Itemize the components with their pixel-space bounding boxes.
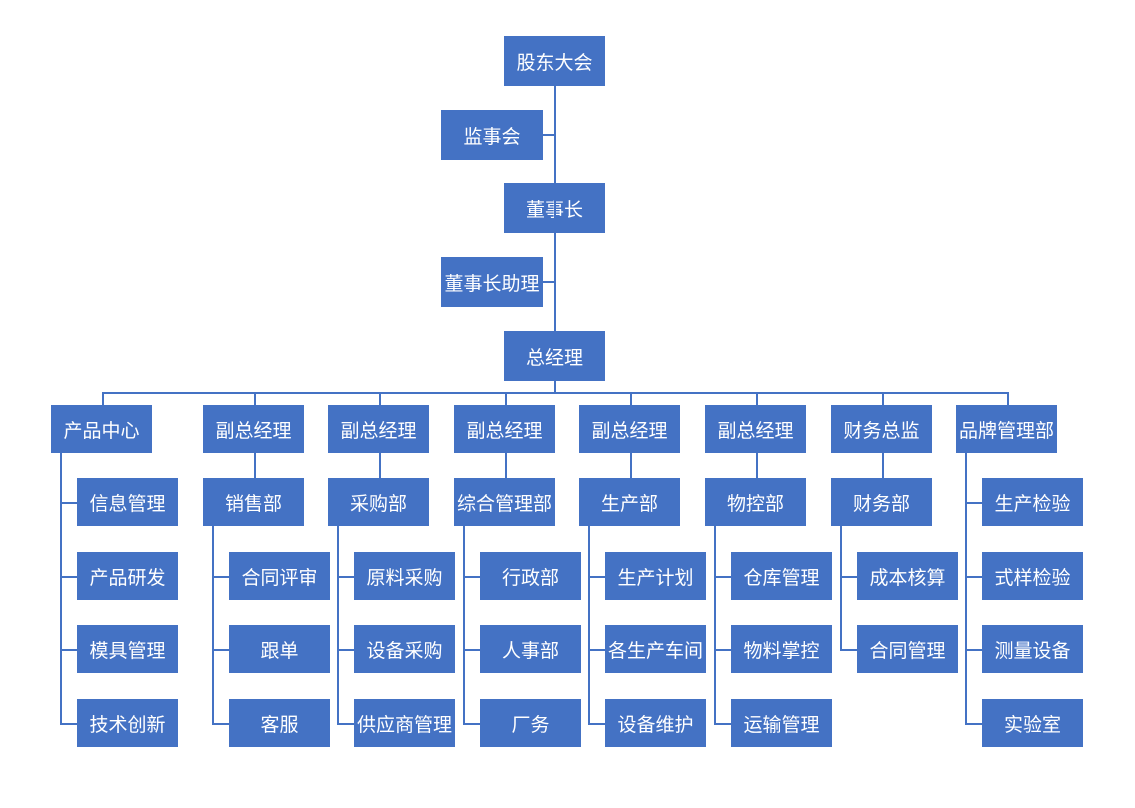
node-col-4-head: 副总经理 [579,405,680,453]
node-col-1-item-1: 跟单 [229,625,330,673]
connector-item-7-1 [965,576,982,578]
connector-item-3-0 [463,576,480,578]
connector-dept-6 [882,453,884,478]
connector-item-4-2 [588,723,605,725]
connector-spine-1 [212,526,214,724]
node-col-1-item-0: 合同评审 [229,552,330,600]
node-col-4-item-1: 各生产车间 [605,625,706,673]
node-col-2-dept: 采购部 [328,478,429,526]
connector-item-3-1 [463,649,480,651]
node-col-2-item-2: 供应商管理 [354,699,455,747]
connector-item-4-0 [588,576,605,578]
connector-item-7-0 [965,502,982,504]
connector-item-7-2 [965,649,982,651]
node-col-0-head: 产品中心 [51,405,152,453]
connector-spine-0 [60,453,62,724]
node-supervisory-board: 监事会 [441,110,543,160]
node-chairman-assistant: 董事长助理 [441,257,543,307]
node-col-5-item-2: 运输管理 [731,699,832,747]
connector-item-1-0 [212,576,229,578]
connector-spine-6 [840,526,842,650]
connector-spine-4 [588,526,590,724]
node-col-4-item-2: 设备维护 [605,699,706,747]
connector-dept-2 [379,453,381,478]
node-col-0-item-3: 技术创新 [77,699,178,747]
connector-item-3-2 [463,723,480,725]
connector-bus [102,392,1009,394]
node-col-4-dept: 生产部 [579,478,680,526]
node-col-2-item-1: 设备采购 [354,625,455,673]
node-col-7-item-0: 生产检验 [982,478,1083,526]
node-general-manager: 总经理 [504,331,605,381]
connector-item-5-0 [714,576,731,578]
connector-item-2-1 [337,649,354,651]
node-col-3-item-1: 人事部 [480,625,581,673]
connector-assistant [543,281,555,283]
connector-col-0 [102,392,104,405]
connector-item-4-1 [588,649,605,651]
node-col-5-item-0: 仓库管理 [731,552,832,600]
connector-col-6 [882,392,884,405]
node-col-3-dept: 综合管理部 [454,478,555,526]
connector-col-4 [630,392,632,405]
connector-supervisory [543,134,555,136]
connector-dept-5 [756,453,758,478]
node-col-7-head: 品牌管理部 [956,405,1057,453]
connector-col-1 [254,392,256,405]
connector-item-0-1 [60,576,77,578]
node-col-3-item-0: 行政部 [480,552,581,600]
connector-col-5 [756,392,758,405]
node-col-7-item-3: 实验室 [982,699,1083,747]
node-col-7-item-1: 式样检验 [982,552,1083,600]
connector-spine-5 [714,526,716,724]
node-col-0-item-2: 模具管理 [77,625,178,673]
connector-item-0-2 [60,649,77,651]
node-col-2-head: 副总经理 [328,405,429,453]
connector-item-0-3 [60,723,77,725]
connector-item-7-3 [965,723,982,725]
connector-item-5-2 [714,723,731,725]
connector-dept-4 [630,453,632,478]
node-col-3-item-2: 厂务 [480,699,581,747]
node-col-6-item-1: 合同管理 [857,625,958,673]
node-col-5-dept: 物控部 [705,478,806,526]
node-col-1-head: 副总经理 [203,405,304,453]
node-col-2-item-0: 原料采购 [354,552,455,600]
node-col-1-dept: 销售部 [203,478,304,526]
connector-item-0-0 [60,502,77,504]
connector-spine-7 [965,453,967,724]
node-col-1-item-2: 客服 [229,699,330,747]
node-col-4-item-0: 生产计划 [605,552,706,600]
connector-item-5-1 [714,649,731,651]
connector-spine-3 [463,526,465,724]
connector-spine-2 [337,526,339,724]
connector-main-vertical [554,86,556,331]
connector-item-1-1 [212,649,229,651]
connector-item-1-2 [212,723,229,725]
connector-item-6-0 [840,576,857,578]
connector-item-6-1 [840,649,857,651]
connector-item-2-2 [337,723,354,725]
connector-col-7 [1007,392,1009,405]
node-col-0-item-0: 信息管理 [77,478,178,526]
node-col-5-item-1: 物料掌控 [731,625,832,673]
connector-col-2 [379,392,381,405]
connector-dept-3 [505,453,507,478]
connector-dept-1 [254,453,256,478]
node-col-6-dept: 财务部 [831,478,932,526]
node-col-0-item-1: 产品研发 [77,552,178,600]
node-shareholders: 股东大会 [504,36,605,86]
node-col-5-head: 副总经理 [705,405,806,453]
connector-item-2-0 [337,576,354,578]
connector-col-3 [505,392,507,405]
node-col-7-item-2: 测量设备 [982,625,1083,673]
node-col-6-head: 财务总监 [831,405,932,453]
node-col-6-item-0: 成本核算 [857,552,958,600]
connector-gm-down [554,381,556,393]
node-col-3-head: 副总经理 [454,405,555,453]
